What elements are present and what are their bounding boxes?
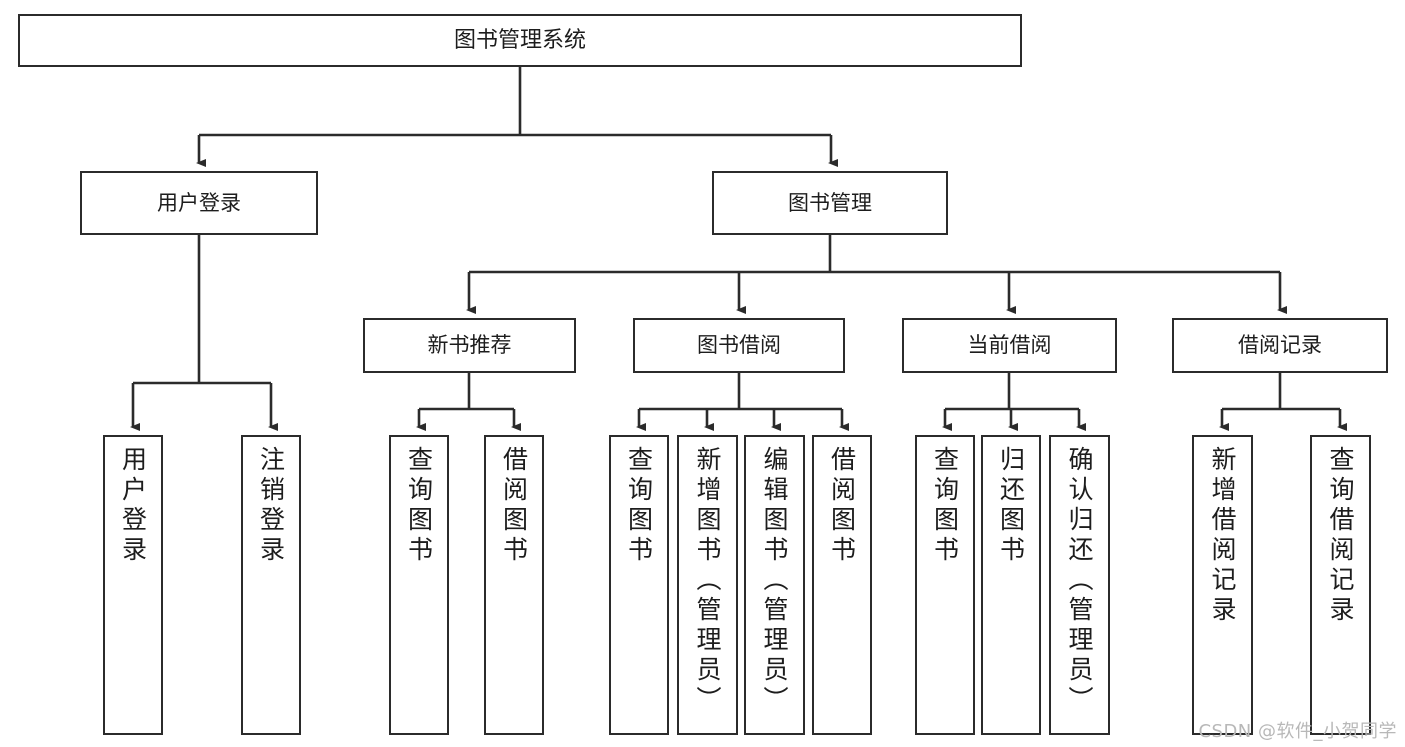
node-user-login-label: 用户登录 <box>157 190 241 215</box>
leaf-query-book-current-label: 查询图书 <box>930 446 960 566</box>
leaf-user-login-label: 用户登录 <box>118 446 148 566</box>
watermark: CSDN @软件_小贺同学 <box>1198 721 1397 742</box>
node-book-borrow[interactable]: 图书借阅 <box>633 318 845 373</box>
leaf-add-book-admin[interactable]: 新增图书（管理员） <box>677 435 738 735</box>
node-book-management[interactable]: 图书管理 <box>712 171 948 235</box>
leaf-borrow-book-newbook[interactable]: 借阅图书 <box>484 435 544 735</box>
leaf-query-book-current[interactable]: 查询图书 <box>915 435 975 735</box>
leaf-query-book-borrow[interactable]: 查询图书 <box>609 435 669 735</box>
node-new-book-recommend[interactable]: 新书推荐 <box>363 318 576 373</box>
leaf-return-book-label: 归还图书 <box>996 446 1026 566</box>
leaf-query-book-newbook-label: 查询图书 <box>404 446 434 566</box>
node-current-borrow[interactable]: 当前借阅 <box>902 318 1117 373</box>
leaf-confirm-return-admin-label: 确认归还（管理员） <box>1065 446 1094 716</box>
node-borrow-record-label: 借阅记录 <box>1238 333 1322 358</box>
node-root-label: 图书管理系统 <box>453 27 586 53</box>
leaf-confirm-return-admin[interactable]: 确认归还（管理员） <box>1049 435 1110 735</box>
node-book-management-label: 图书管理 <box>788 190 872 215</box>
leaf-borrow-book-newbook-label: 借阅图书 <box>499 446 529 566</box>
leaf-query-borrow-record-label: 查询借阅记录 <box>1326 446 1355 626</box>
leaf-query-book-borrow-label: 查询图书 <box>624 446 654 566</box>
leaf-lend-book-label: 借阅图书 <box>827 446 857 566</box>
node-current-borrow-label: 当前借阅 <box>967 333 1052 358</box>
leaf-logout-label: 注销登录 <box>256 446 286 566</box>
leaf-user-login[interactable]: 用户登录 <box>103 435 163 735</box>
leaf-add-borrow-record[interactable]: 新增借阅记录 <box>1192 435 1253 735</box>
node-root[interactable]: 图书管理系统 <box>18 14 1022 67</box>
leaf-lend-book[interactable]: 借阅图书 <box>812 435 872 735</box>
node-book-borrow-label: 图书借阅 <box>697 333 781 358</box>
leaf-add-borrow-record-label: 新增借阅记录 <box>1208 446 1237 626</box>
node-new-book-recommend-label: 新书推荐 <box>427 333 512 358</box>
leaf-edit-book-admin-label: 编辑图书（管理员） <box>760 446 789 716</box>
leaf-query-book-newbook[interactable]: 查询图书 <box>389 435 449 735</box>
node-borrow-record[interactable]: 借阅记录 <box>1172 318 1388 373</box>
leaf-add-book-admin-label: 新增图书（管理员） <box>693 446 722 716</box>
leaf-edit-book-admin[interactable]: 编辑图书（管理员） <box>744 435 805 735</box>
node-user-login[interactable]: 用户登录 <box>80 171 318 235</box>
leaf-query-borrow-record[interactable]: 查询借阅记录 <box>1310 435 1371 735</box>
leaf-logout[interactable]: 注销登录 <box>241 435 301 735</box>
leaf-return-book[interactable]: 归还图书 <box>981 435 1041 735</box>
